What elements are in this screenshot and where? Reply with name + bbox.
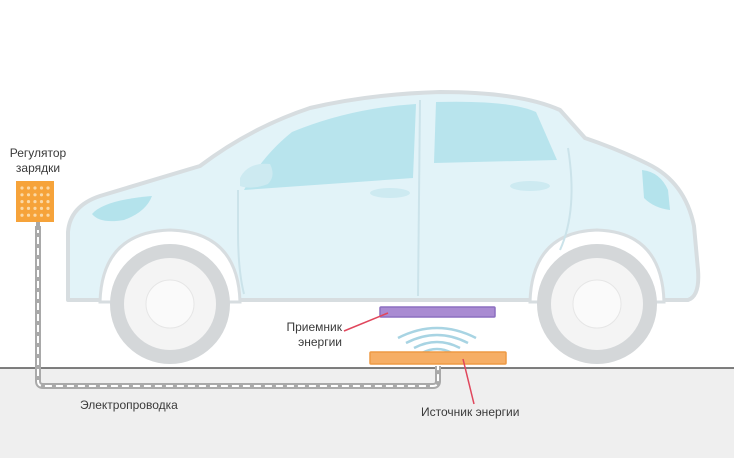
- controller-dot: [26, 200, 31, 204]
- charge-controller-label-line2: зарядки: [15, 161, 61, 175]
- energy-receiver-pad: [379, 306, 496, 318]
- controller-dot: [46, 213, 50, 217]
- front-window: [244, 104, 416, 190]
- controller-dot: [33, 193, 37, 197]
- controller-dot: [39, 200, 44, 204]
- controller-dot: [26, 206, 31, 210]
- controller-dot: [46, 206, 50, 210]
- charge-controller-label: Регулятор зарядки: [4, 146, 72, 176]
- wiring-inner: [37, 226, 439, 387]
- controller-dot: [46, 193, 50, 197]
- receiver-label-line2: энергии: [298, 335, 342, 349]
- controller-dot: [39, 186, 44, 190]
- receiver-label-line1: Приемник: [286, 320, 342, 334]
- headlight: [92, 196, 152, 222]
- controller-dot: [33, 213, 37, 217]
- controller-dot: [46, 200, 50, 204]
- side-mirror: [240, 163, 273, 188]
- controller-dot: [20, 186, 24, 190]
- controller-dot: [39, 193, 44, 197]
- controller-dot: [33, 200, 37, 204]
- front-door-line: [237, 190, 245, 295]
- energy-waves: [397, 326, 477, 355]
- controller-dot: [26, 186, 31, 190]
- controller-dot: [33, 206, 37, 210]
- wiring-label: Электропроводка: [80, 398, 178, 412]
- source-pointer-line: [462, 358, 475, 405]
- controller-dot: [39, 206, 44, 210]
- receiver-pointer-line: [343, 312, 389, 332]
- rear-door-handle: [510, 181, 550, 191]
- rear-window: [434, 101, 557, 163]
- controller-dot: [20, 206, 24, 210]
- controller-dot: [20, 193, 24, 197]
- front-wheel: [110, 244, 230, 364]
- controller-dot: [26, 213, 31, 217]
- controller-dot: [39, 213, 44, 217]
- receiver-label: Приемник энергии: [258, 320, 342, 350]
- ground-area: [0, 368, 734, 458]
- source-label: Источник энергии: [421, 405, 520, 419]
- charge-controller-label-line1: Регулятор: [9, 146, 67, 160]
- charge-controller-box: [16, 181, 54, 222]
- rear-wheel: [537, 244, 657, 364]
- controller-dot: [20, 213, 24, 217]
- controller-dot: [46, 186, 50, 190]
- controller-dot: [26, 193, 31, 197]
- middle-door-line: [417, 99, 421, 297]
- energy-source-pad: [369, 351, 507, 365]
- controller-dot: [33, 186, 37, 190]
- rear-door-line: [559, 147, 573, 251]
- front-door-handle: [370, 188, 410, 198]
- taillight: [642, 170, 670, 210]
- controller-dot: [20, 200, 24, 204]
